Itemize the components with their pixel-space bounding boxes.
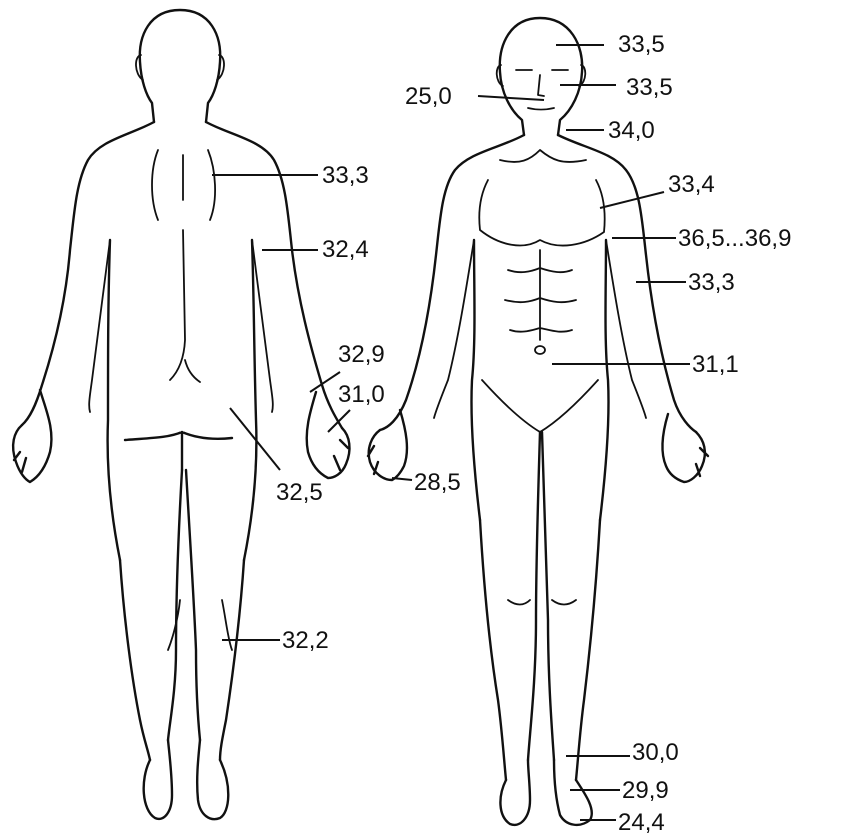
- label-back-buttock: 32,5: [276, 479, 323, 506]
- label-front-neck: 34,0: [608, 117, 655, 144]
- front-abdominals: [505, 250, 576, 340]
- back-left-hand: [13, 390, 51, 482]
- back-spine: [170, 155, 200, 382]
- label-front-hand: 28,5: [414, 469, 461, 496]
- label-back-calf: 32,2: [282, 627, 329, 654]
- label-front-nose: 25,0: [405, 83, 452, 110]
- front-pelvis: [482, 380, 598, 432]
- temperature-labels: 33,3 32,4 32,9 31,0 32,5 32,2 33,5 33,5 …: [276, 31, 791, 836]
- label-front-abdomen: 31,1: [692, 351, 739, 378]
- front-ears: [497, 65, 586, 86]
- back-view-figure: [13, 10, 349, 819]
- front-shoulders: [380, 135, 696, 432]
- label-front-chest: 33,4: [668, 171, 715, 198]
- label-back-upper-back: 33,3: [322, 162, 369, 189]
- label-front-shin: 30,0: [632, 739, 679, 766]
- front-chest-muscles: [479, 180, 604, 246]
- front-right-hand: [662, 414, 708, 482]
- label-front-forehead: 33,5: [618, 31, 665, 58]
- front-legs: [480, 432, 600, 780]
- leader-front-chest: [600, 192, 664, 208]
- label-back-forearm: 32,9: [338, 341, 385, 368]
- leader-back-forearm: [310, 372, 340, 392]
- label-back-upper-arm: 32,4: [322, 236, 369, 263]
- front-knees: [508, 600, 576, 605]
- front-left-hand: [368, 410, 407, 480]
- back-inner-arms: [89, 240, 273, 412]
- label-front-cheek: 33,5: [626, 74, 673, 101]
- back-head: [140, 10, 220, 122]
- front-head: [500, 18, 582, 135]
- back-hips: [108, 240, 257, 560]
- back-feet: [144, 740, 229, 819]
- label-front-upper-arm: 33,3: [688, 269, 735, 296]
- front-face: [516, 70, 568, 110]
- leader-front-nose: [478, 96, 544, 100]
- front-clavicle: [500, 150, 586, 162]
- front-view-figure: [368, 18, 708, 825]
- back-buttock-crease: [125, 432, 232, 470]
- label-front-ankle: 29,9: [622, 777, 669, 804]
- leader-front-hand: [392, 478, 412, 480]
- label-front-armpit: 36,5...36,9: [678, 225, 791, 252]
- label-front-toes: 24,4: [618, 809, 665, 836]
- navel: [535, 346, 545, 354]
- back-torso: [22, 122, 342, 428]
- label-back-wrist: 31,0: [338, 381, 385, 408]
- back-ears: [136, 55, 224, 80]
- leader-back-wrist: [328, 410, 350, 432]
